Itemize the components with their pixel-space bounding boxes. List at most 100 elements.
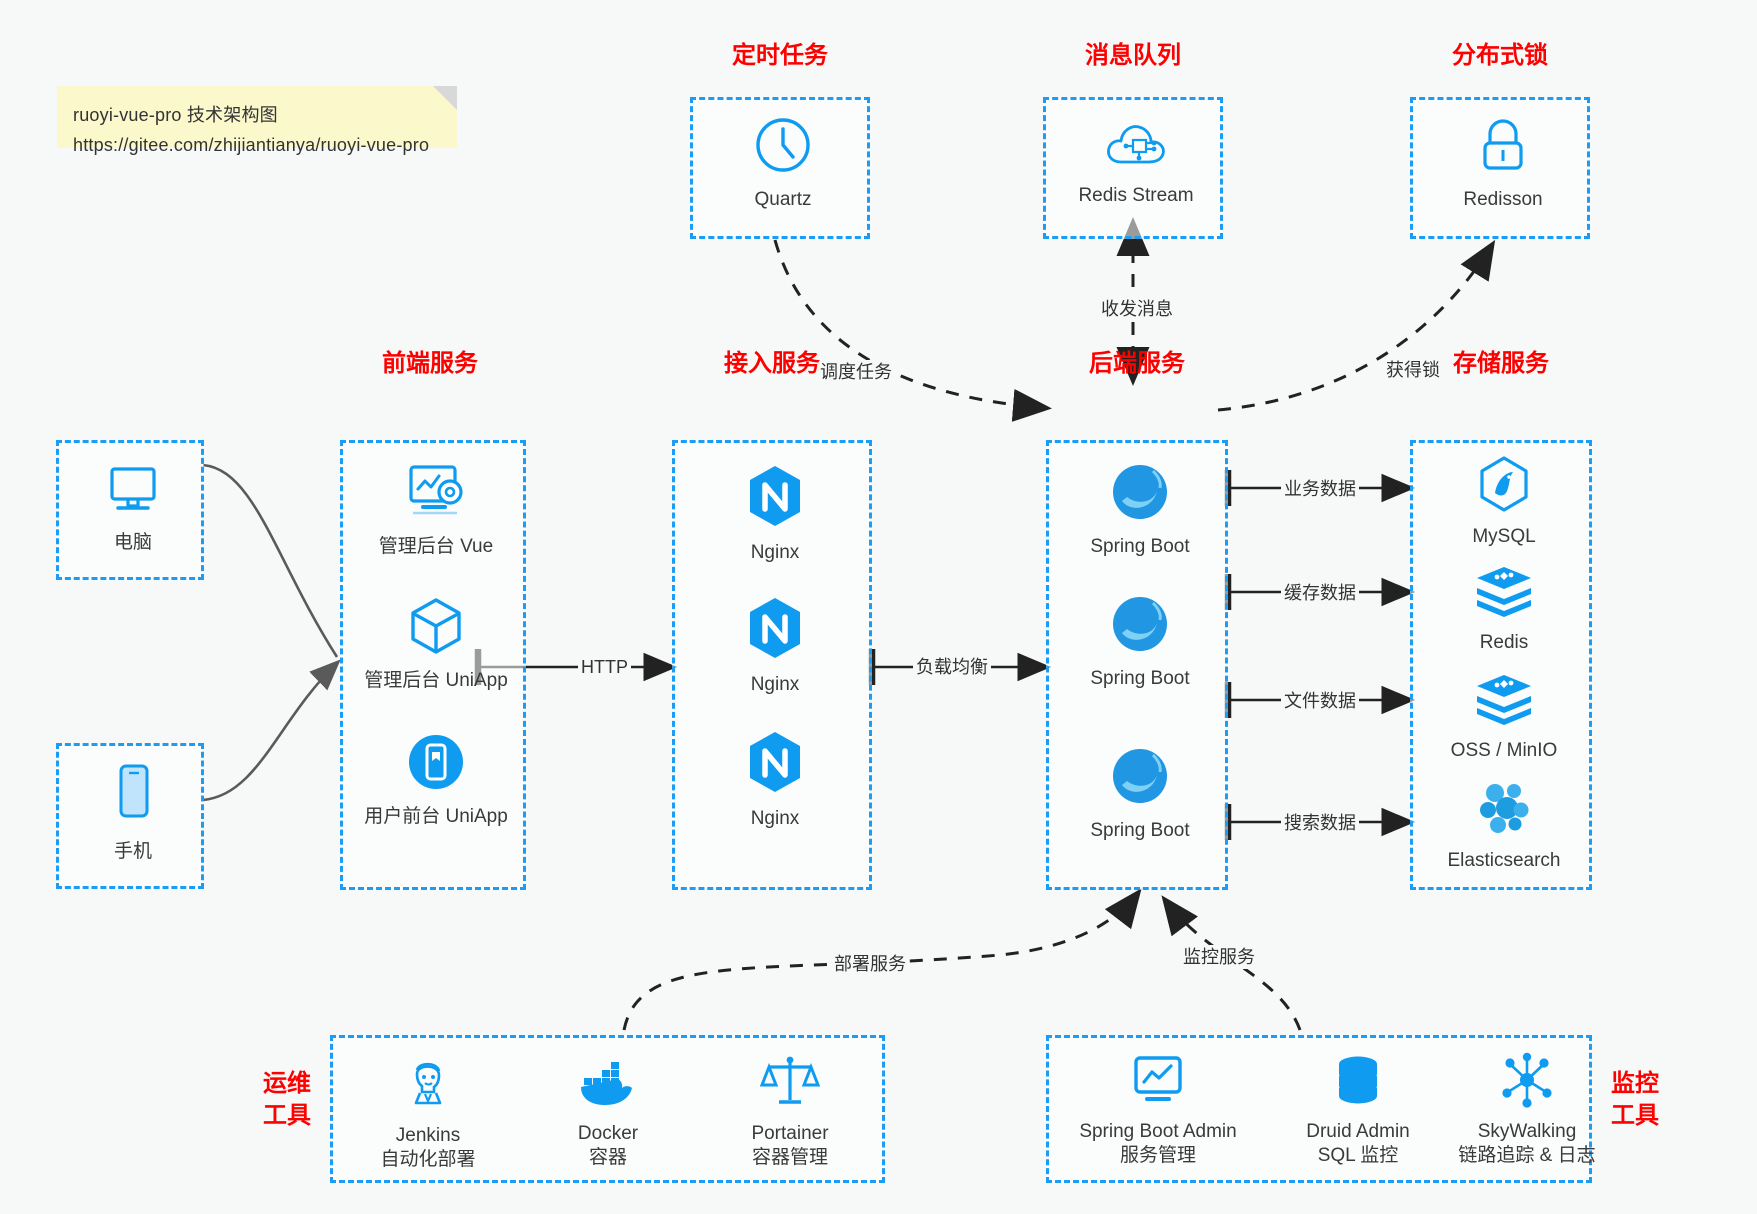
spring-boot-icon <box>1109 461 1171 528</box>
spring-boot-icon <box>1109 745 1171 812</box>
edge-label-deploy-service: 部署服务 <box>831 952 909 976</box>
jenkins-icon <box>399 1054 457 1117</box>
node-admin-vue[interactable]: 管理后台 Vue <box>343 461 529 559</box>
nginx-icon <box>744 729 806 800</box>
edge-mobile-to-frontend <box>202 659 341 802</box>
edge-label-http: HTTP <box>578 655 631 679</box>
edge-desktop-to-frontend <box>202 463 339 658</box>
edge-label-acquire-lock: 获得锁 <box>1383 358 1443 382</box>
node-label-nginx-1: Nginx <box>750 542 800 563</box>
node-skywalking[interactable]: SkyWalking 链路追踪 & 日志 <box>1427 1052 1627 1168</box>
nginx-icon <box>744 463 806 534</box>
node-docker[interactable]: Docker 容器 <box>523 1058 693 1170</box>
node-label-spring-boot-2: Spring Boot <box>1090 668 1190 689</box>
node-sublabel-druid-admin: SQL 监控 <box>1317 1145 1399 1166</box>
node-spring-boot-3[interactable]: Spring Boot <box>1049 745 1231 843</box>
node-quartz[interactable]: Quartz <box>693 114 873 212</box>
group-title-monitor-line1: 监控 <box>1611 1070 1659 1097</box>
node-elasticsearch[interactable]: Elasticsearch <box>1413 779 1595 873</box>
group-title-devops: 运维 工具 <box>252 1068 322 1132</box>
node-label-spring-boot-3: Spring Boot <box>1090 820 1190 841</box>
node-nginx-3[interactable]: Nginx <box>675 729 875 831</box>
spring-boot-icon <box>1109 593 1171 660</box>
node-label-elasticsearch: Elasticsearch <box>1447 850 1561 871</box>
group-monitor: Spring Boot Admin 服务管理 Druid Admin SQL 监… <box>1046 1035 1596 1183</box>
database-icon <box>1329 1052 1387 1113</box>
node-desktop[interactable]: 电脑 <box>59 461 207 555</box>
cube-icon <box>405 595 467 662</box>
group-storage: MySQL Redis <box>1410 440 1592 890</box>
edge-label-monitor-service: 监控服务 <box>1180 945 1258 969</box>
group-title-scheduler: 定时任务 <box>732 42 828 69</box>
node-redis-stream[interactable]: Redis Stream <box>1046 118 1226 208</box>
node-admin-uniapp[interactable]: 管理后台 UniApp <box>343 595 529 693</box>
node-label-desktop: 电脑 <box>113 532 152 553</box>
node-label-skywalking: SkyWalking <box>1477 1121 1577 1142</box>
node-nginx-2[interactable]: Nginx <box>675 595 875 697</box>
node-label-redis-stream: Redis Stream <box>1078 185 1194 206</box>
mysql-icon <box>1475 455 1533 518</box>
node-jenkins[interactable]: Jenkins 自动化部署 <box>343 1054 513 1172</box>
node-label-nginx-3: Nginx <box>750 808 800 829</box>
node-label-druid-admin: Druid Admin <box>1306 1121 1410 1142</box>
group-gateway: Nginx Nginx Nginx <box>672 440 872 890</box>
node-sublabel-portainer: 容器管理 <box>751 1147 828 1168</box>
nginx-icon <box>744 595 806 666</box>
group-distributed-lock: Redisson <box>1410 97 1590 239</box>
node-portainer[interactable]: Portainer 容器管理 <box>705 1052 875 1170</box>
group-title-storage: 存储服务 <box>1453 350 1549 377</box>
clock-icon <box>752 114 814 181</box>
edge-label-schedule-task: 调度任务 <box>817 360 895 384</box>
elasticsearch-icon <box>1473 779 1535 842</box>
group-client-mobile: 手机 <box>56 743 204 889</box>
group-title-frontend: 前端服务 <box>382 350 478 377</box>
node-label-redisson: Redisson <box>1463 189 1543 210</box>
edge-label-load-balance: 负载均衡 <box>913 655 991 679</box>
node-spring-boot-2[interactable]: Spring Boot <box>1049 593 1231 691</box>
node-nginx-1[interactable]: Nginx <box>675 463 875 565</box>
node-label-mobile: 手机 <box>113 841 152 862</box>
node-redis[interactable]: Redis <box>1413 563 1595 655</box>
node-mysql[interactable]: MySQL <box>1413 455 1595 549</box>
monitor-chart-icon <box>1127 1052 1189 1113</box>
node-oss-minio[interactable]: OSS / MinIO <box>1413 671 1595 763</box>
edge-label-cache-data: 缓存数据 <box>1281 581 1359 605</box>
group-title-backend: 后端服务 <box>1089 350 1185 377</box>
node-redisson[interactable]: Redisson <box>1413 116 1593 212</box>
group-client-desktop: 电脑 <box>56 440 204 580</box>
node-spring-boot-1[interactable]: Spring Boot <box>1049 461 1231 559</box>
node-label-mysql: MySQL <box>1472 526 1536 547</box>
group-title-distributed-lock: 分布式锁 <box>1452 42 1548 69</box>
node-spring-boot-admin[interactable]: Spring Boot Admin 服务管理 <box>1053 1052 1263 1168</box>
node-mobile[interactable]: 手机 <box>59 762 207 864</box>
portainer-icon <box>759 1052 821 1115</box>
node-label-portainer: Portainer <box>751 1123 829 1144</box>
node-druid-admin[interactable]: Druid Admin SQL 监控 <box>1273 1052 1443 1168</box>
oss-icon <box>1473 671 1535 732</box>
node-sublabel-spring-boot-admin: 服务管理 <box>1119 1145 1196 1166</box>
group-title-monitor-line2: 工具 <box>1611 1102 1659 1129</box>
node-label-admin-vue: 管理后台 Vue <box>378 536 494 557</box>
node-sublabel-skywalking: 链路追踪 & 日志 <box>1458 1145 1596 1166</box>
cloud-stream-icon <box>1103 118 1169 177</box>
group-frontend: 管理后台 Vue 管理后台 UniApp 用户前台 UniApp <box>340 440 526 890</box>
group-backend: Spring Boot Spring Boot Spring Boot <box>1046 440 1228 890</box>
mobile-icon <box>107 762 159 833</box>
edge-label-search-data: 搜索数据 <box>1281 811 1359 835</box>
node-sublabel-docker: 容器 <box>588 1147 627 1168</box>
node-sublabel-jenkins: 自动化部署 <box>380 1149 476 1170</box>
edge-acquire-lock <box>1217 239 1496 412</box>
group-title-message-queue: 消息队列 <box>1085 42 1181 69</box>
node-user-uniapp[interactable]: 用户前台 UniApp <box>343 731 529 829</box>
group-title-gateway: 接入服务 <box>724 350 820 377</box>
skywalking-icon <box>1498 1052 1556 1113</box>
note-fold-corner <box>433 86 457 110</box>
node-label-nginx-2: Nginx <box>750 674 800 695</box>
group-title-monitor: 监控 工具 <box>1600 1068 1670 1132</box>
edge-label-file-data: 文件数据 <box>1281 689 1359 713</box>
group-message-queue: Redis Stream <box>1043 97 1223 239</box>
edge-schedule-task <box>773 239 1052 422</box>
group-devops: Jenkins 自动化部署 Docker 容器 <box>330 1035 885 1183</box>
note-line-1: ruoyi-vue-pro 技术架构图 <box>73 105 278 125</box>
group-scheduler: Quartz <box>690 97 870 239</box>
